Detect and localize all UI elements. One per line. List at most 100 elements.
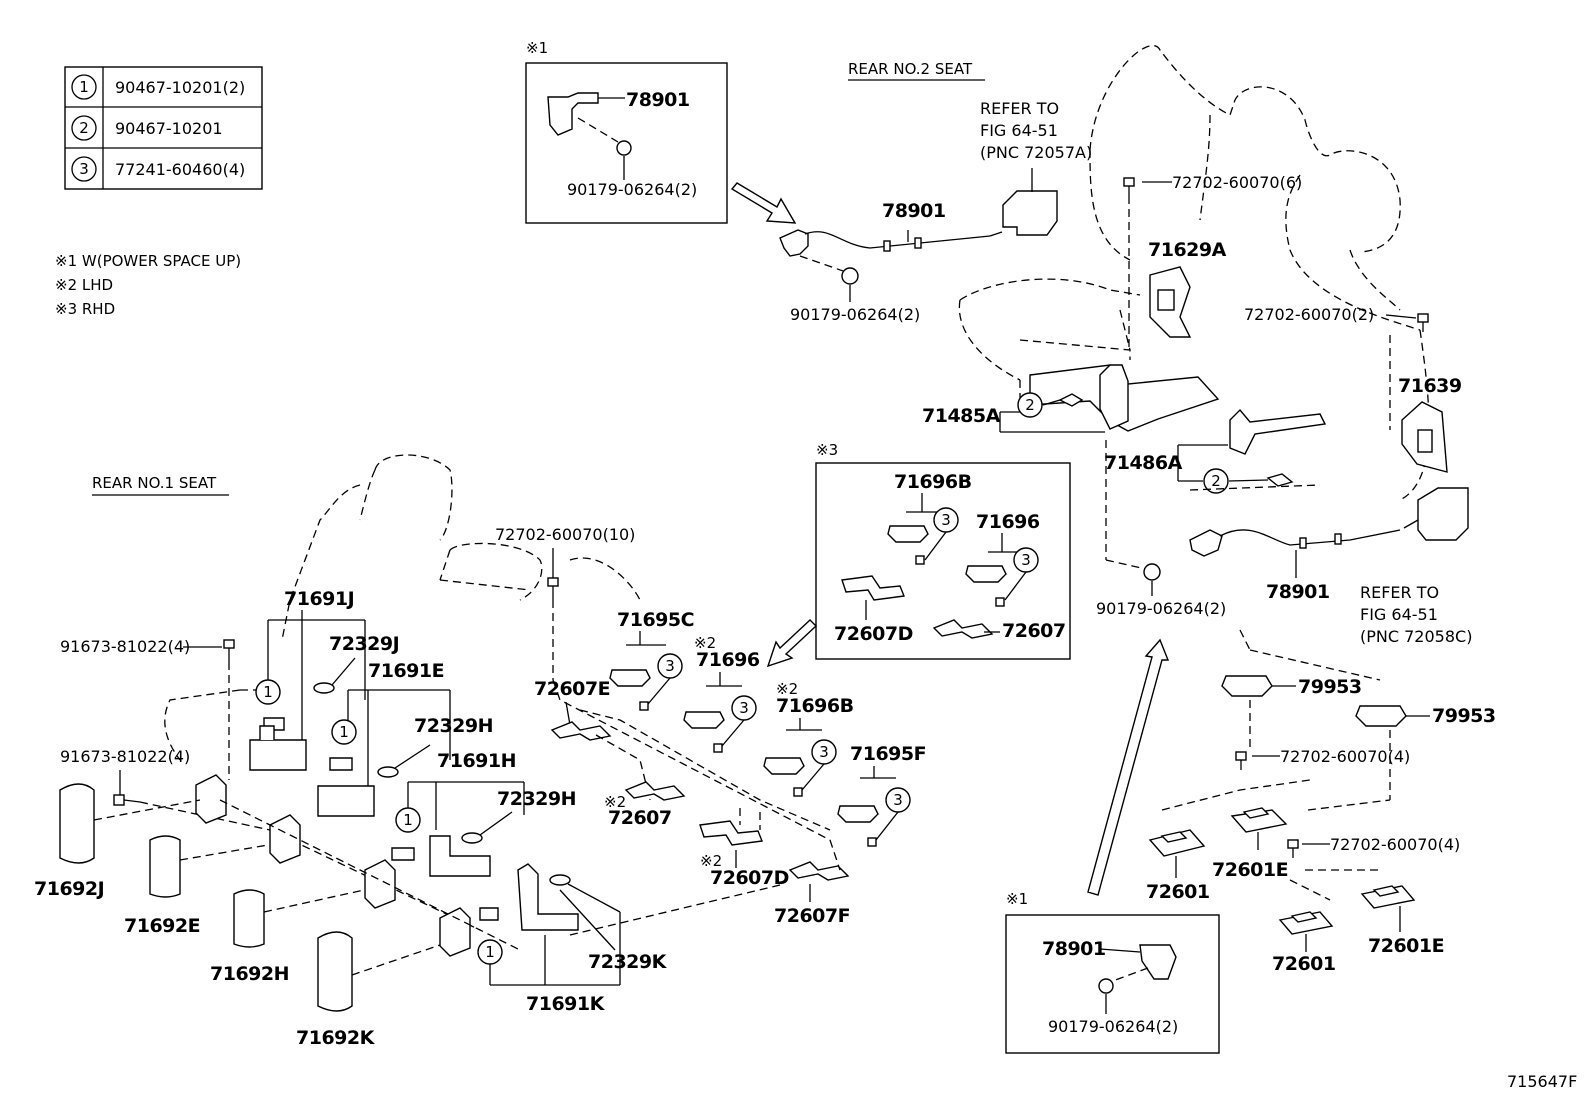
svg-text:1: 1 — [339, 723, 349, 741]
svg-text:72607E: 72607E — [534, 678, 610, 700]
group-71695C: 71695C 3 — [609, 609, 695, 711]
bracket-71629A: 71629A — [1148, 239, 1227, 338]
svg-text:78901: 78901 — [1266, 581, 1330, 603]
bracket-71639: 71639 — [1398, 375, 1462, 473]
svg-text:72702-60070(10): 72702-60070(10) — [495, 525, 635, 544]
svg-text:71692H: 71692H — [210, 963, 289, 985]
lower-right-parts: 79953 79953 72702-60070(4) 72702-60070(4… — [1146, 629, 1496, 975]
svg-text:REFER TO: REFER TO — [1360, 583, 1439, 602]
svg-text:72702-60070(6): 72702-60070(6) — [1172, 173, 1302, 192]
note-2: ※2 LHD — [55, 276, 113, 294]
svg-text:71691E: 71691E — [368, 660, 444, 682]
svg-text:71692J: 71692J — [34, 878, 104, 900]
svg-text:3: 3 — [665, 657, 675, 675]
group-71691K: 1 71691K — [477, 863, 621, 1015]
svg-text:3: 3 — [893, 791, 903, 809]
svg-text:71629A: 71629A — [1148, 239, 1227, 261]
legend-table: 1 90467-10201(2) 2 90467-10201 3 77241-6… — [64, 66, 263, 190]
svg-text:71696: 71696 — [696, 649, 760, 671]
svg-text:78901: 78901 — [882, 200, 946, 222]
svg-text:72607: 72607 — [608, 807, 672, 829]
svg-text:71692E: 71692E — [124, 915, 200, 937]
svg-text:※2: ※2 — [604, 793, 626, 811]
bolt-72702-2: 72702-60070(2) — [1244, 305, 1429, 430]
svg-text:※2: ※2 — [694, 634, 716, 652]
svg-text:3: 3 — [819, 743, 829, 761]
group-71691J: 71691J 1 91673-81022(4) — [60, 588, 366, 780]
legend-row-2: 2 90467-10201 — [71, 115, 223, 141]
svg-text:※2: ※2 — [776, 680, 798, 698]
group-72329H-b: 72329H — [461, 788, 577, 844]
group-71691H: 71691H 1 — [391, 750, 525, 877]
svg-text:72329K: 72329K — [588, 951, 668, 973]
note-3: ※3 RHD — [55, 300, 115, 318]
inset-bottom: ※1 78901 90179-06264(2) — [1005, 890, 1220, 1054]
svg-text:90467-10201: 90467-10201 — [115, 119, 223, 138]
svg-text:2: 2 — [79, 119, 89, 137]
group-72607D-main: ※2 72607D — [699, 808, 789, 889]
svg-text:91673-81022(4): 91673-81022(4) — [60, 747, 190, 766]
svg-text:3: 3 — [79, 160, 89, 178]
svg-text:90179-06264(2): 90179-06264(2) — [567, 180, 697, 199]
frame-71485A: 71485A 2 — [922, 364, 1220, 433]
svg-text:79953: 79953 — [1432, 705, 1496, 727]
refer-lower: REFER TO FIG 64-51 (PNC 72058C) — [1360, 487, 1472, 646]
svg-text:REFER TO: REFER TO — [980, 99, 1059, 118]
svg-text:71695C: 71695C — [617, 609, 694, 631]
inset-mid: ※3 71696B 3 71696 3 72607D 72607 — [815, 441, 1071, 660]
svg-text:71691K: 71691K — [526, 993, 606, 1015]
note-1: ※1 W(POWER SPACE UP) — [55, 252, 241, 270]
svg-text:FIG 64-51: FIG 64-51 — [980, 121, 1058, 140]
callout-arrow-upper — [730, 182, 797, 224]
svg-text:※1: ※1 — [526, 39, 548, 57]
group-72607E: 72607E — [534, 678, 831, 831]
header-rear-no2: REAR NO.2 SEAT — [848, 60, 973, 78]
svg-text:77241-60460(4): 77241-60460(4) — [115, 160, 245, 179]
cover-71692E: 71692E — [124, 835, 269, 937]
group-71695F: 71695F 3 — [837, 743, 927, 847]
refer-upper: REFER TO FIG 64-51 (PNC 72057A) — [980, 99, 1092, 236]
bolt-72702-10: 72702-60070(10) — [495, 525, 831, 841]
header-rear-no1: REAR NO.1 SEAT — [92, 474, 217, 492]
svg-text:78901: 78901 — [1042, 938, 1106, 960]
svg-text:71485A: 71485A — [922, 405, 1001, 427]
svg-text:3: 3 — [941, 511, 951, 529]
svg-text:72601E: 72601E — [1368, 935, 1444, 957]
svg-text:90179-06264(2): 90179-06264(2) — [790, 305, 920, 324]
inset-top: ※1 78901 90179-06264(2) — [525, 39, 728, 224]
svg-text:91673-81022(4): 91673-81022(4) — [60, 637, 190, 656]
svg-text:72329H: 72329H — [497, 788, 576, 810]
svg-text:71692K: 71692K — [296, 1027, 376, 1049]
legend-row-1: 1 90467-10201(2) — [71, 74, 245, 100]
svg-text:71691J: 71691J — [284, 588, 354, 610]
group-72329J: 72329J — [313, 633, 400, 694]
illustration-code: 715647F — [1507, 1072, 1577, 1091]
group-71691E: 71691E 1 — [317, 660, 451, 817]
group-72607F: 72607F — [774, 839, 851, 927]
svg-text:1: 1 — [485, 943, 495, 961]
group-71696B-main: ※2 71696B 3 — [763, 680, 854, 797]
svg-text:71696B: 71696B — [776, 695, 854, 717]
svg-text:72702-60070(4): 72702-60070(4) — [1330, 835, 1460, 854]
svg-text:72607D: 72607D — [710, 867, 789, 889]
svg-text:(PNC 72058C): (PNC 72058C) — [1360, 627, 1472, 646]
svg-text:72702-60070(4): 72702-60070(4) — [1280, 747, 1410, 766]
svg-text:1: 1 — [403, 811, 413, 829]
svg-text:72329J: 72329J — [329, 633, 399, 655]
cover-71692J: 71692J — [34, 783, 201, 900]
svg-text:FIG 64-51: FIG 64-51 — [1360, 605, 1438, 624]
notes: ※1 W(POWER SPACE UP) ※2 LHD ※3 RHD — [55, 252, 241, 318]
rear-no2-seat-outline — [958, 44, 1430, 501]
bolt-72702-6: 72702-60070(6) — [1123, 173, 1302, 350]
group-71696-main: ※2 71696 3 — [683, 634, 760, 753]
svg-text:1: 1 — [79, 78, 89, 96]
svg-text:※3: ※3 — [816, 441, 838, 459]
callout-arrow-lower — [1087, 638, 1170, 896]
svg-text:71696: 71696 — [976, 511, 1040, 533]
seat-frame-brackets — [195, 774, 521, 957]
svg-text:71696B: 71696B — [894, 471, 972, 493]
svg-text:2: 2 — [1211, 472, 1221, 490]
svg-text:2: 2 — [1025, 396, 1035, 414]
svg-text:3: 3 — [1021, 551, 1031, 569]
